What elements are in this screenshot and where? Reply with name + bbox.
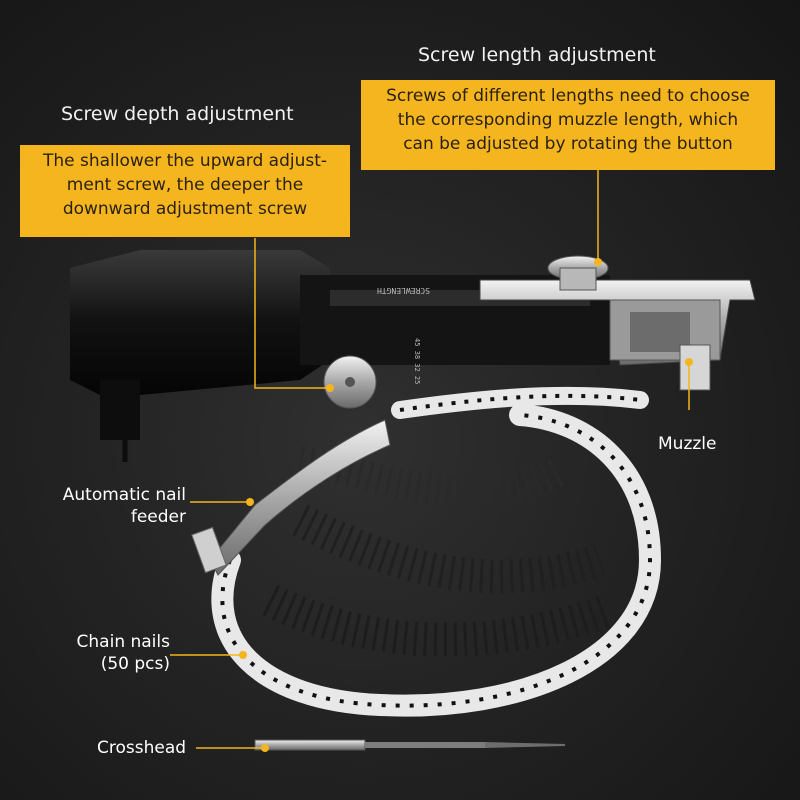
crosshead-bit	[254, 739, 565, 751]
depth-adjustment-heading: Screw depth adjustment	[61, 103, 294, 125]
chain-nails-label-line1: Chain nails	[76, 632, 170, 652]
depth-callout-line1: The shallower the upward adjust-	[42, 151, 328, 171]
length-adjustment-heading: Screw length adjustment	[418, 44, 656, 66]
tool-body: SCREWLENGTH 45 38 32 25	[70, 250, 756, 462]
nail-feeder-label: Automatic nail feeder	[30, 484, 186, 528]
muzzle-label: Muzzle	[658, 434, 717, 454]
depth-callout-line2: ment screw, the deeper the	[66, 175, 304, 195]
depth-callout-line3: downward adjustment screw	[62, 199, 308, 219]
length-adjustment-callout: Screws of different lengths need to choo…	[361, 80, 775, 170]
crosshead-label: Crosshead	[97, 738, 187, 758]
nail-feeder-label-line2: feeder	[130, 507, 186, 527]
length-callout-line1: Screws of different lengths need to choo…	[386, 86, 750, 106]
chain-nails-label-line2: (50 pcs)	[100, 654, 170, 674]
nail-feeder-label-line1: Automatic nail	[62, 485, 186, 505]
tool-scale-marking: 45 38 32 25	[413, 338, 421, 384]
length-callout-line2: the corresponding muzzle length, which	[397, 110, 739, 130]
chain-nails-belt	[211, 386, 662, 717]
length-callout-line3: can be adjusted by rotating the button	[403, 134, 733, 154]
tool-side-marking: SCREWLENGTH	[377, 286, 430, 295]
automatic-nail-feeder	[191, 419, 391, 576]
chain-nails-label: Chain nails (50 pcs)	[40, 631, 170, 675]
leader-lines	[170, 170, 693, 752]
depth-adjustment-callout: The shallower the upward adjust- ment sc…	[20, 145, 350, 237]
